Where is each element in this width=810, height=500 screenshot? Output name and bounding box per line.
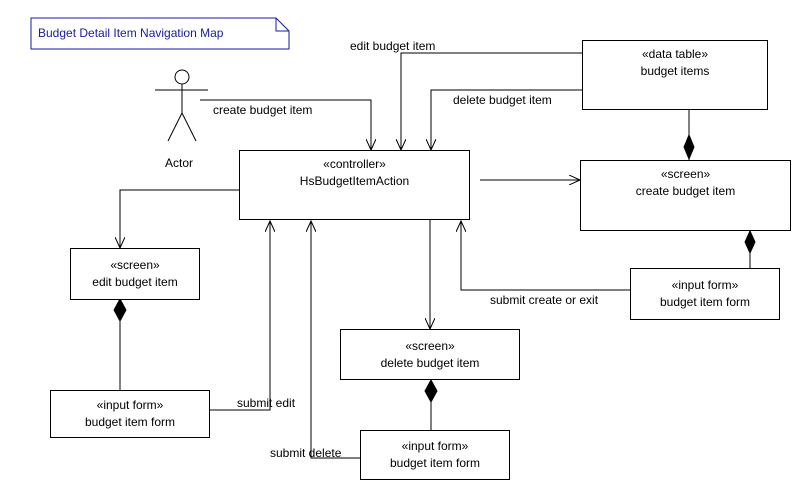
actor-figure — [155, 69, 208, 142]
edit-form-stereotype: «input form» — [96, 398, 164, 412]
controller-node: «controller» HsBudgetItemAction — [239, 150, 470, 220]
create-form-stereotype: «input form» — [671, 278, 739, 292]
edge-label-edit: edit budget item — [350, 39, 436, 53]
edge-label-submit-create: submit create or exit — [490, 293, 599, 307]
edge-submit-create — [461, 221, 630, 291]
edit-screen-node: «screen» edit budget item — [70, 248, 200, 300]
controller-stereotype: «controller» — [323, 157, 386, 171]
composition-diamond-create — [744, 229, 756, 255]
delete-form-stereotype: «input form» — [401, 439, 469, 453]
note-text: Budget Detail Item Navigation Map — [38, 26, 224, 40]
delete-form-name: budget item form — [389, 456, 481, 470]
create-screen-stereotype: «screen» — [660, 167, 711, 181]
note-shape — [30, 17, 290, 50]
actor-label: Actor — [165, 156, 194, 170]
data-table-name: budget items — [640, 64, 710, 78]
edge-label-submit-edit: submit edit — [237, 396, 296, 410]
edge-submit-delete — [311, 221, 360, 459]
edge-submit-edit — [210, 221, 270, 411]
controller-name: HsBudgetItemAction — [299, 174, 410, 188]
diagram-note: Budget Detail Item Navigation Map — [31, 18, 289, 49]
note-fold — [275, 18, 289, 32]
edit-screen-name: edit budget item — [92, 275, 178, 289]
data-table-stereotype: «data table» — [641, 47, 709, 61]
delete-form-node: «input form» budget item form — [360, 430, 510, 480]
edge-to-edit-screen — [120, 189, 250, 248]
data-table-node: «data table» budget items — [582, 40, 768, 110]
composition-diamond-edit — [113, 297, 127, 323]
composition-diamond-table — [683, 133, 695, 161]
delete-screen-node: «screen» delete budget item — [340, 329, 520, 380]
edit-form-node: «input form» budget item form — [50, 390, 210, 438]
edge-label-delete: delete budget item — [453, 93, 552, 107]
edge-label-submit-delete: submit delete — [270, 446, 342, 460]
edge-edit — [401, 52, 582, 150]
create-form-name: budget item form — [659, 295, 751, 309]
create-screen-name: create budget item — [635, 184, 736, 198]
delete-screen-stereotype: «screen» — [405, 339, 455, 353]
edit-screen-stereotype: «screen» — [110, 258, 160, 272]
composition-diamond-delete — [424, 378, 438, 404]
delete-screen-name: delete budget item — [380, 356, 480, 370]
create-form-node: «input form» budget item form — [630, 268, 780, 320]
edge-label-create: create budget item — [213, 103, 313, 117]
edge-create — [200, 99, 371, 150]
edge-delete — [431, 89, 582, 150]
create-screen-node: «screen» create budget item — [580, 160, 791, 231]
edit-form-name: budget item form — [84, 415, 176, 429]
